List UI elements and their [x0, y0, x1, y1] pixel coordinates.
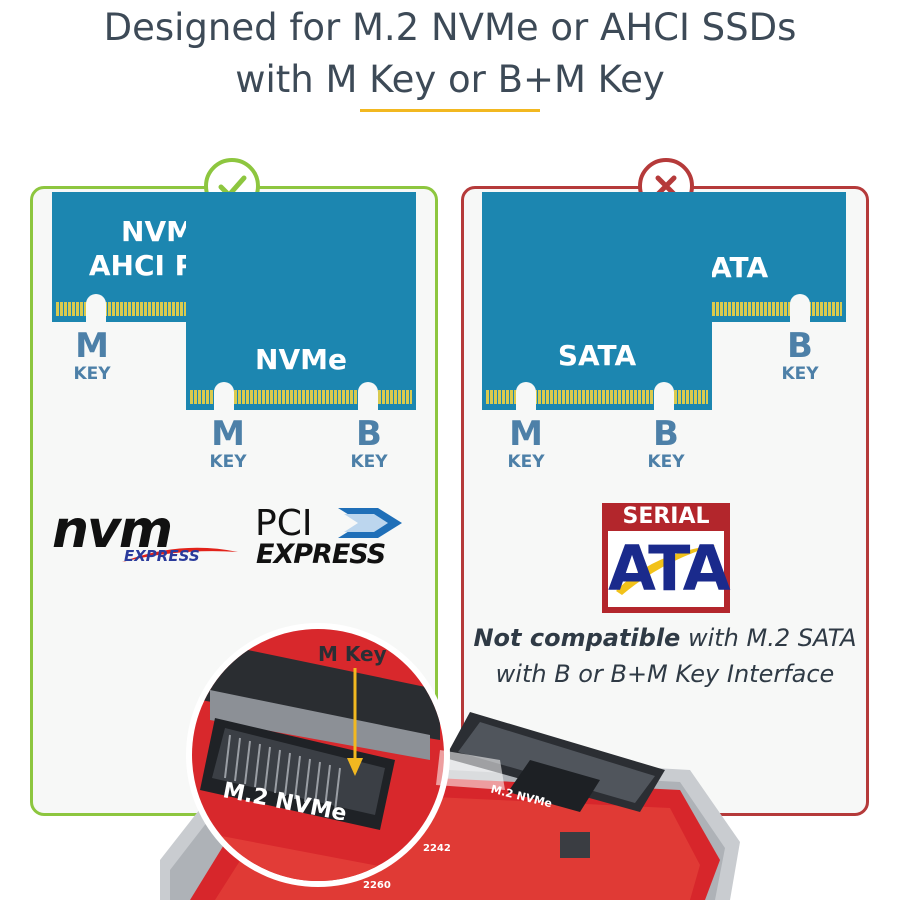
card-label: NVMe — [255, 343, 347, 376]
serial-ata-top-text: SERIAL — [622, 504, 710, 529]
board-size-label: 2260 — [363, 880, 391, 891]
b-key-notch — [790, 294, 810, 322]
note-emphasis: Not compatible — [473, 624, 681, 652]
serial-ata-main-text: ATA — [608, 532, 731, 605]
compatibility-note: Not compatible with M.2 SATA with B or B… — [470, 620, 860, 692]
b-key-notch — [358, 382, 378, 410]
nvm-swoosh-icon — [122, 547, 238, 562]
m-key-notch — [516, 382, 536, 410]
key-label-b: B KEY — [781, 326, 819, 384]
nvm-express-logo: nvm — [52, 500, 173, 560]
x-icon — [655, 175, 677, 197]
accent-rule — [360, 109, 540, 112]
m-key-callout: M Key — [318, 642, 387, 666]
key-label-m: M KEY — [209, 414, 247, 472]
gold-pins — [190, 390, 412, 404]
note-line-2: with B or B+M Key Interface — [495, 660, 835, 688]
headline: Designed for M.2 NVMe or AHCI SSDs with … — [0, 2, 900, 106]
pci-express-label: EXPRESS — [256, 539, 386, 570]
key-label-b: B KEY — [647, 414, 685, 472]
nvme-bm-card: NVMe — [186, 192, 416, 410]
b-key-notch — [654, 382, 674, 410]
sata-swoosh-icon — [616, 545, 716, 595]
card-label: SATA — [557, 339, 637, 372]
m-key-notch — [214, 382, 234, 410]
serial-ata-logo: SERIAL ATA — [602, 503, 731, 613]
headline-line-1: Designed for M.2 NVMe or AHCI SSDs — [103, 6, 797, 49]
key-label-m: M KEY — [73, 326, 111, 384]
sata-bm-card: SATA — [482, 192, 712, 410]
note-rest: with M.2 SATA — [680, 624, 857, 652]
nvm-express-label: EXPRESS — [124, 547, 200, 565]
pci-express-logo: PCI — [255, 503, 313, 544]
key-label-m: M KEY — [507, 414, 545, 472]
pci-arrow-icon — [338, 508, 402, 538]
m-key-notch — [86, 294, 106, 322]
headline-line-2: with M Key or B+M Key — [235, 58, 665, 101]
board-size-label: 2242 — [423, 843, 451, 854]
key-label-b: B KEY — [350, 414, 388, 472]
serial-ata-inner: ATA — [608, 531, 731, 607]
gold-pins — [486, 390, 708, 404]
